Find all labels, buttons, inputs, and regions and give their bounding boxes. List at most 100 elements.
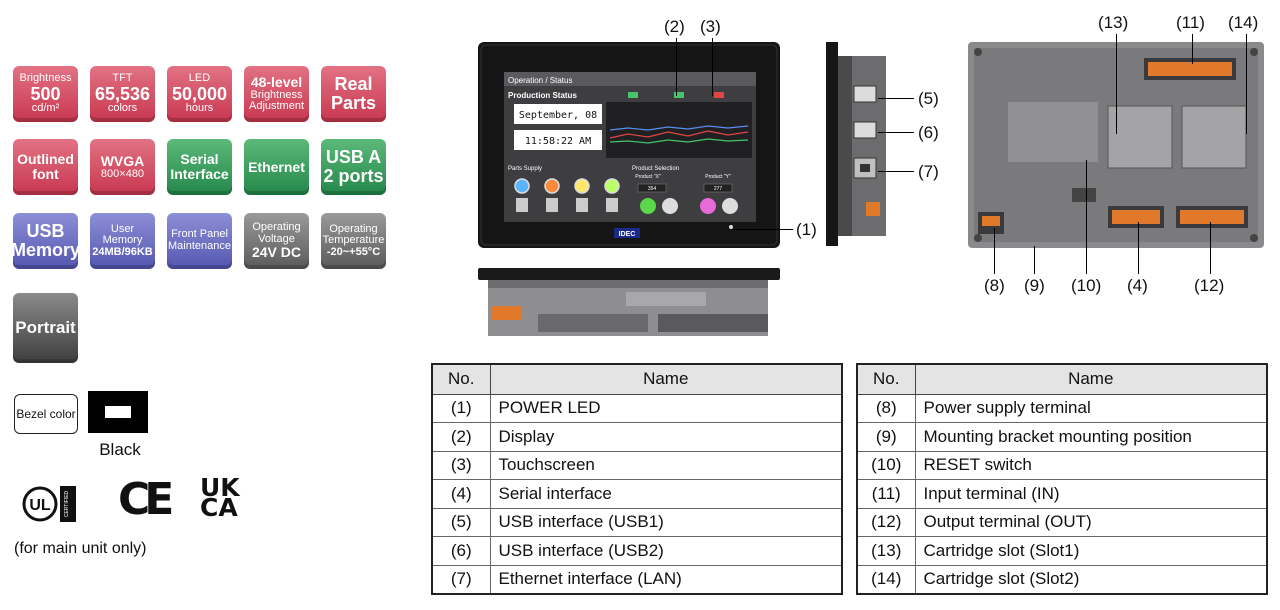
row-no: (3) (431, 450, 491, 480)
badge-line: Outlined (17, 151, 74, 168)
badge-serial: Serial Interface (167, 139, 232, 195)
header-no: No. (431, 363, 491, 395)
row-name: USB interface (USB2) (489, 536, 843, 566)
badge-usb-memory: USB Memory (11, 213, 80, 269)
leader-line-7 (878, 171, 914, 172)
table-row: (10)RESET switch (856, 450, 1268, 480)
leader-line-2 (676, 38, 677, 96)
screen-product-y-value: 277 (714, 186, 723, 192)
badge-line: Serial (180, 151, 219, 168)
row-name: Display (489, 422, 843, 452)
leader-line-10 (1086, 160, 1087, 274)
screen-header: Operation / Status (508, 76, 572, 85)
ul-logo-text: UL (29, 497, 51, 514)
table-row: (3)Touchscreen (431, 450, 843, 480)
badge-front-panel: Front Panel Maintenance (167, 213, 232, 269)
row-no: (14) (856, 564, 916, 594)
badge-ethernet: Ethernet (244, 139, 309, 195)
row-name: Power supply terminal (914, 393, 1268, 423)
badge-line: Operating (252, 221, 301, 234)
ukca-bottom: CA (200, 493, 238, 522)
ul-side-text: CERTIFIED (64, 490, 70, 517)
callout-2: (2) (664, 17, 685, 36)
ul-certified-logo: UL CERTIFIED (22, 486, 76, 522)
badge-line: hours (185, 102, 214, 115)
parts-table-right: No. Name (8)Power supply terminal (9)Mou… (856, 363, 1268, 595)
leader-line-6 (878, 132, 914, 133)
callout-1: (1) (796, 220, 817, 239)
badge-line: Adjustment (248, 100, 305, 113)
row-name: Cartridge slot (Slot2) (914, 564, 1268, 594)
badge-line: -20~+55°C (326, 245, 381, 258)
row-no: (9) (856, 422, 916, 452)
badge-line: 2 ports (323, 166, 384, 186)
table-row: (6)USB interface (USB2) (431, 536, 843, 566)
badge-line: colors (107, 102, 138, 115)
badge-line: 500 (30, 83, 61, 104)
leader-line-12 (1210, 222, 1211, 274)
row-no: (13) (856, 536, 916, 566)
badge-line: cd/m² (31, 102, 60, 115)
screen-time: 11:58:22 AM (525, 136, 591, 147)
table-row: (5)USB interface (USB1) (431, 507, 843, 537)
leader-line-5 (878, 98, 914, 99)
badge-line: Real (334, 74, 373, 95)
row-name: Output terminal (OUT) (914, 507, 1268, 537)
leader-line-1 (733, 229, 793, 230)
screen-product-y: Product "Y" (705, 174, 731, 180)
row-no: (7) (431, 564, 491, 594)
badge-line: 65,536 (94, 83, 151, 104)
callout-7: (7) (918, 162, 939, 181)
header-name: Name (489, 363, 843, 395)
callout-13: (13) (1098, 13, 1129, 32)
badge-line: Parts (330, 93, 377, 113)
screen-parts-supply: Parts Supply (508, 166, 542, 172)
table-row: (14)Cartridge slot (Slot2) (856, 564, 1268, 594)
row-name: Ethernet interface (LAN) (489, 564, 843, 594)
badge-tft: TFT 65,536 colors (90, 66, 155, 122)
badge-line: LED (188, 72, 211, 84)
badge-line: Temperature (322, 234, 385, 247)
row-no: (2) (431, 422, 491, 452)
callout-4: (4) (1127, 276, 1148, 295)
screen-section: Production Status (508, 91, 577, 100)
badge-led: LED 50,000 hours (167, 66, 232, 122)
screen-date: September, 08 (519, 110, 597, 121)
badge-brightness: Brightness 500 cd/m² (13, 66, 78, 122)
header-name: Name (914, 363, 1268, 395)
table-header-row: No. Name (431, 363, 843, 395)
row-name: Touchscreen (489, 450, 843, 480)
table-row: (8)Power supply terminal (856, 393, 1268, 423)
row-name: RESET switch (914, 450, 1268, 480)
screen-product-x: Product "X" (635, 174, 661, 180)
bezel-color-swatch (88, 391, 148, 433)
callout-3: (3) (700, 17, 721, 36)
callout-8: (8) (984, 276, 1005, 295)
table-row: (4)Serial interface (431, 479, 843, 509)
badge-line: Front Panel (171, 228, 228, 241)
badge-line: Maintenance (168, 240, 231, 252)
badge-temperature: Operating Temperature -20~+55°C (321, 213, 386, 269)
badge-line: TFT (112, 72, 133, 84)
badge-line: 800×480 (100, 167, 145, 180)
header-no: No. (856, 363, 916, 395)
leader-line-4 (1138, 222, 1139, 274)
callout-10: (10) (1071, 276, 1102, 295)
row-no: (10) (856, 450, 916, 480)
badge-dimming: 48-level Brightness Adjustment (244, 66, 309, 122)
badge-line: 24V DC (251, 244, 302, 261)
leader-line-3 (712, 38, 713, 96)
row-name: Mounting bracket mounting position (914, 422, 1268, 452)
badge-line: Ethernet (248, 158, 305, 175)
row-name: USB interface (USB1) (489, 507, 843, 537)
badge-real-parts: Real Parts (321, 66, 386, 122)
table-row: (2)Display (431, 422, 843, 452)
screen-brand: IDEC (619, 231, 636, 238)
table-row: (12)Output terminal (OUT) (856, 507, 1268, 537)
badge-line: User Memory (102, 222, 143, 247)
callout-12: (12) (1194, 276, 1225, 295)
row-no: (5) (431, 507, 491, 537)
table-row: (9)Mounting bracket mounting position (856, 422, 1268, 452)
badge-outlined-font: Outlined font (13, 139, 78, 195)
badge-line: Interface (170, 166, 229, 182)
